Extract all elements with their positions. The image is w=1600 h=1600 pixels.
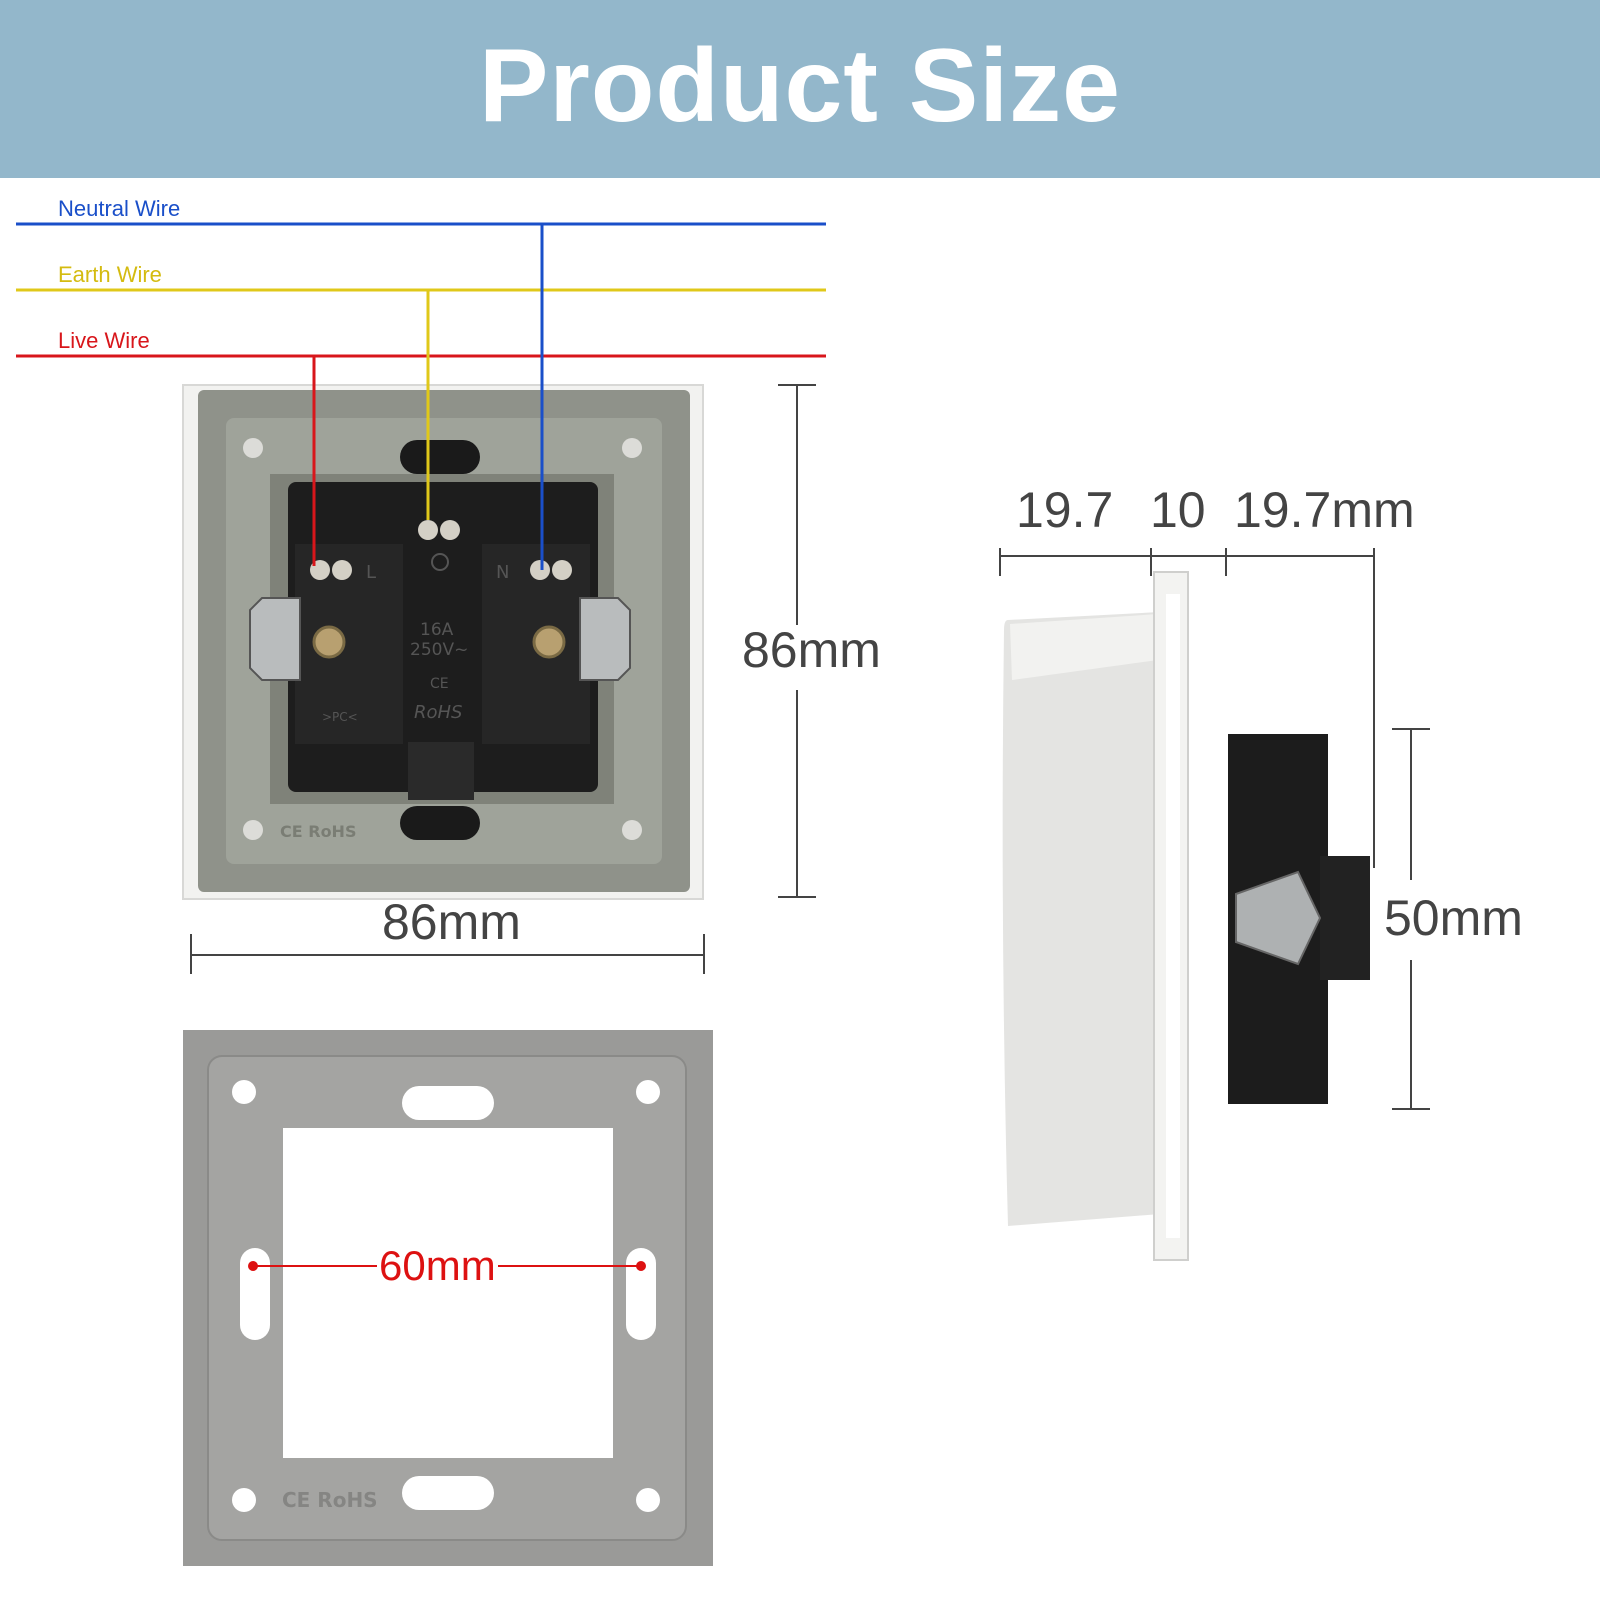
height-dimension-line bbox=[778, 384, 816, 898]
rating-voltage-mark: 250V~ bbox=[410, 640, 469, 660]
mounting-claw-left-icon bbox=[249, 597, 301, 681]
width-dimension-line bbox=[190, 934, 705, 974]
mounting-slot-bottom bbox=[400, 806, 480, 840]
screw-hole-icon bbox=[622, 820, 642, 840]
screw-hole-icon bbox=[622, 438, 642, 458]
plate-window bbox=[283, 1128, 613, 1458]
mount-spacing-dot bbox=[636, 1261, 646, 1271]
plate-slot-right bbox=[626, 1248, 656, 1340]
neutral-wire-label: Neutral Wire bbox=[58, 196, 181, 221]
width-dimension-label: 86mm bbox=[382, 894, 521, 950]
side-black-step bbox=[1320, 856, 1370, 980]
live-terminal-icon bbox=[332, 560, 352, 580]
plate-slot-left bbox=[240, 1248, 270, 1340]
mounting-slot-top bbox=[400, 440, 480, 474]
plate-screw-hole-icon bbox=[232, 1080, 256, 1104]
mount-spacing-dot bbox=[248, 1261, 258, 1271]
rating-current-mark: 16A bbox=[420, 620, 454, 640]
title-banner: Product Size bbox=[0, 0, 1600, 178]
wire-lines bbox=[16, 222, 826, 358]
socket-back-view bbox=[182, 384, 704, 900]
depth-dimension-line bbox=[999, 548, 1375, 868]
depth-label-2: 10 bbox=[1150, 482, 1206, 538]
plate-slot-bottom bbox=[402, 1476, 494, 1510]
mounting-claw-right-icon bbox=[579, 597, 631, 681]
screw-hole-icon bbox=[243, 820, 263, 840]
ce-mark: CE bbox=[430, 676, 449, 692]
clamp-screw-icon bbox=[312, 625, 346, 659]
plate-mark: CE RoHS bbox=[282, 1488, 378, 1512]
side-plate-inner bbox=[1166, 594, 1180, 1238]
page-title: Product Size bbox=[479, 28, 1121, 144]
side-cover-body bbox=[1002, 612, 1160, 1226]
terminal-neutral-mark: N bbox=[496, 562, 510, 583]
neutral-terminal-icon bbox=[530, 560, 550, 580]
socket-side-view bbox=[1002, 571, 1370, 1261]
live-wire-label: Live Wire bbox=[58, 328, 150, 353]
plate-screw-hole-icon bbox=[232, 1488, 256, 1512]
plate-mark-socket: CE RoHS bbox=[280, 822, 357, 841]
height-dimension-label: 86mm bbox=[742, 622, 881, 678]
frame-mark: >PC< bbox=[322, 710, 358, 724]
rohs-mark: RoHS bbox=[414, 702, 463, 723]
depth-label-1: 19.7 bbox=[1016, 482, 1114, 538]
plate-slot-top bbox=[402, 1086, 494, 1120]
terminal-live-mark: L bbox=[366, 562, 377, 583]
socket-bottom-tab bbox=[408, 742, 474, 800]
side-claw-icon bbox=[1235, 870, 1322, 966]
earth-wire-label: Earth Wire bbox=[58, 262, 162, 287]
body-height-dimension-line bbox=[1392, 728, 1430, 1110]
plate-screw-hole-icon bbox=[636, 1080, 660, 1104]
earth-terminal-icon bbox=[418, 520, 438, 540]
clamp-screw-icon bbox=[532, 625, 566, 659]
earth-terminal-icon bbox=[440, 520, 460, 540]
mount-spacing-label: 60mm bbox=[377, 1242, 498, 1290]
depth-label-3: 19.7mm bbox=[1234, 482, 1415, 538]
plate-screw-hole-icon bbox=[636, 1488, 660, 1512]
screw-hole-icon bbox=[243, 438, 263, 458]
mounting-plate bbox=[183, 1030, 713, 1566]
body-height-label: 50mm bbox=[1384, 890, 1523, 946]
earth-symbol-icon bbox=[431, 553, 449, 571]
neutral-terminal-icon bbox=[552, 560, 572, 580]
side-cover-highlight bbox=[1010, 614, 1158, 680]
